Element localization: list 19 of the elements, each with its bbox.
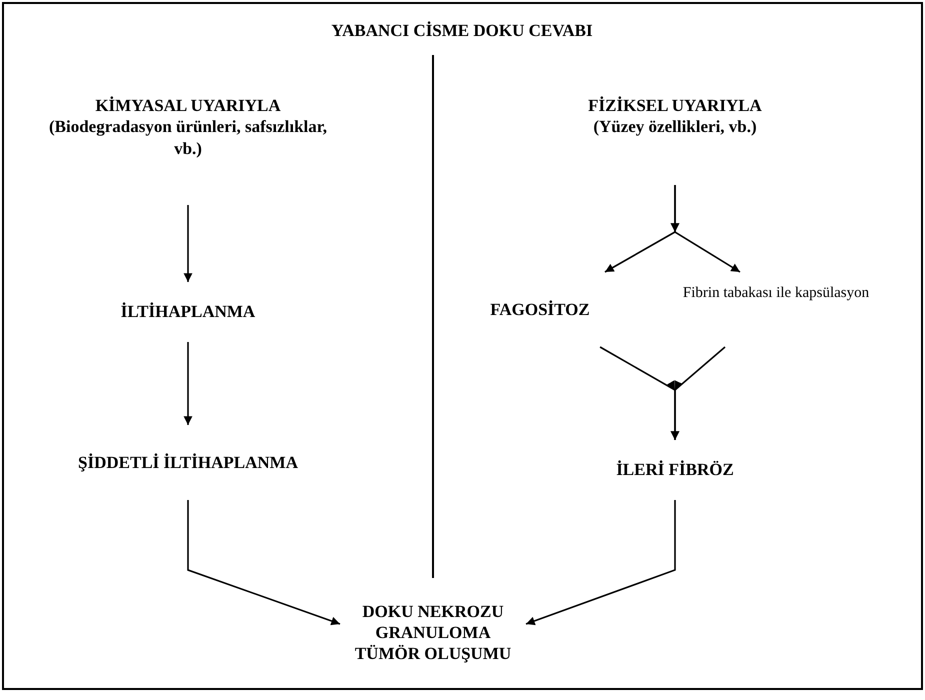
arrow	[184, 205, 192, 282]
arrow	[670, 346, 726, 440]
node-label: Fibrin tabakası ile kapsülasyon	[682, 284, 870, 303]
node-label: (Biodegradasyon ürünleri, safsızlıklar, vb.)	[48, 116, 328, 159]
node-label: ŞİDDETLİ İLTİHAPLANMA	[78, 452, 298, 474]
node-label: DOKU NEKROZU	[362, 600, 504, 622]
node-label: İLERİ FİBRÖZ	[616, 459, 734, 481]
arrow	[184, 342, 192, 425]
node-label: FİZİKSEL UYARIYLA	[588, 95, 762, 116]
node-label: FAGOSİTOZ	[490, 298, 590, 320]
arrow	[526, 500, 676, 626]
arrow	[670, 185, 740, 273]
node-label: KİMYASAL UYARIYLA	[95, 95, 281, 116]
node-label: İLTİHAPLANMA	[120, 301, 256, 323]
node-label: GRANULOMA	[375, 622, 491, 644]
node-label: TÜMÖR OLUŞUMU	[354, 643, 512, 664]
diagram-title: YABANCI CİSME DOKU CEVABI	[330, 20, 594, 42]
arrow	[187, 500, 340, 626]
node-label: (Yüzey özellikleri, vb.)	[593, 116, 757, 138]
